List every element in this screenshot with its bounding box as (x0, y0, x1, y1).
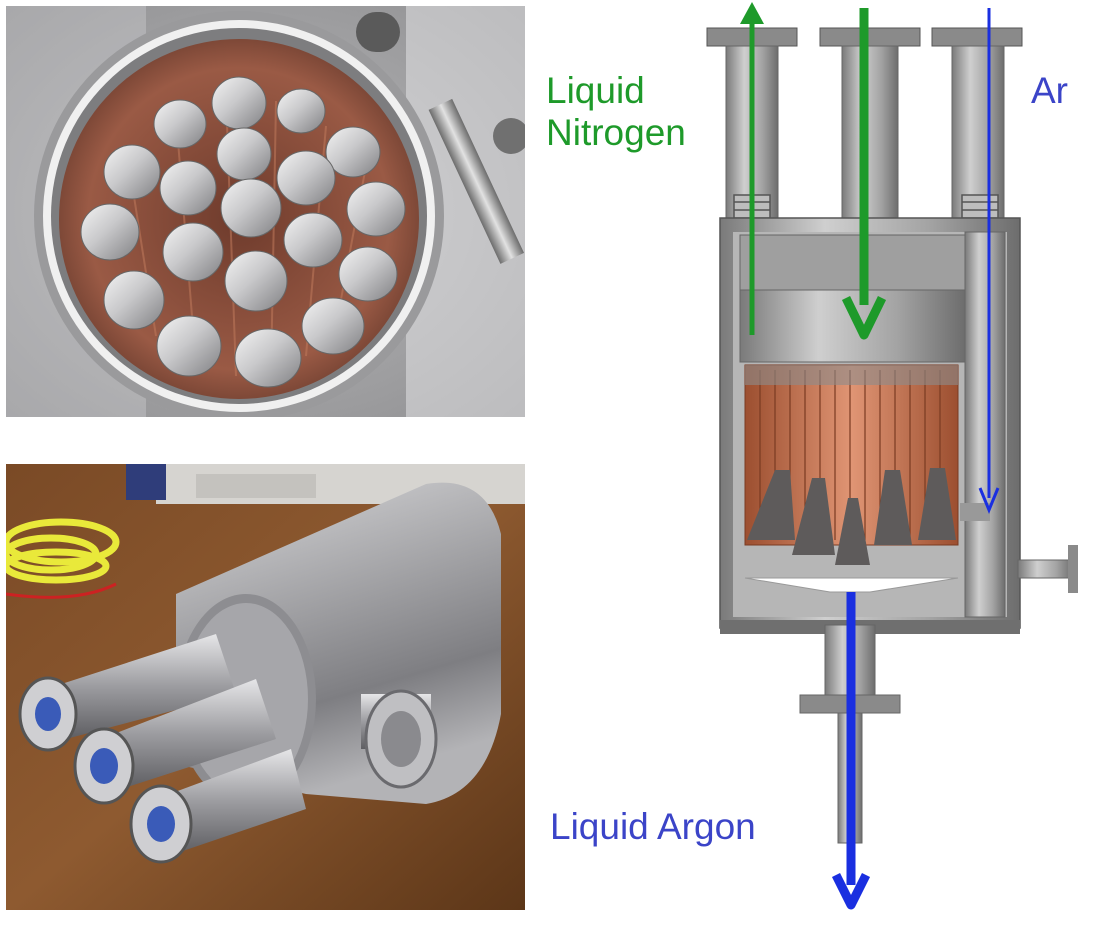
side-port (960, 503, 1078, 593)
ln2-out-arrow-icon (740, 2, 764, 335)
liquid-argon-label: Liquid Argon (550, 806, 756, 847)
ar-in-arrow-icon (978, 8, 1000, 514)
ln2-in-arrow-icon (841, 8, 887, 340)
condenser-assembly-photo (6, 464, 525, 910)
lar-out-arrow-icon (831, 592, 871, 910)
condenser-schematic (600, 0, 1099, 924)
condenser-interior-photo (6, 6, 525, 417)
argon-gas-label: Ar (1031, 70, 1068, 111)
copper-fins (744, 364, 959, 565)
collector-funnel (744, 577, 959, 593)
liquid-nitrogen-label: Liquid Nitrogen (546, 70, 686, 154)
